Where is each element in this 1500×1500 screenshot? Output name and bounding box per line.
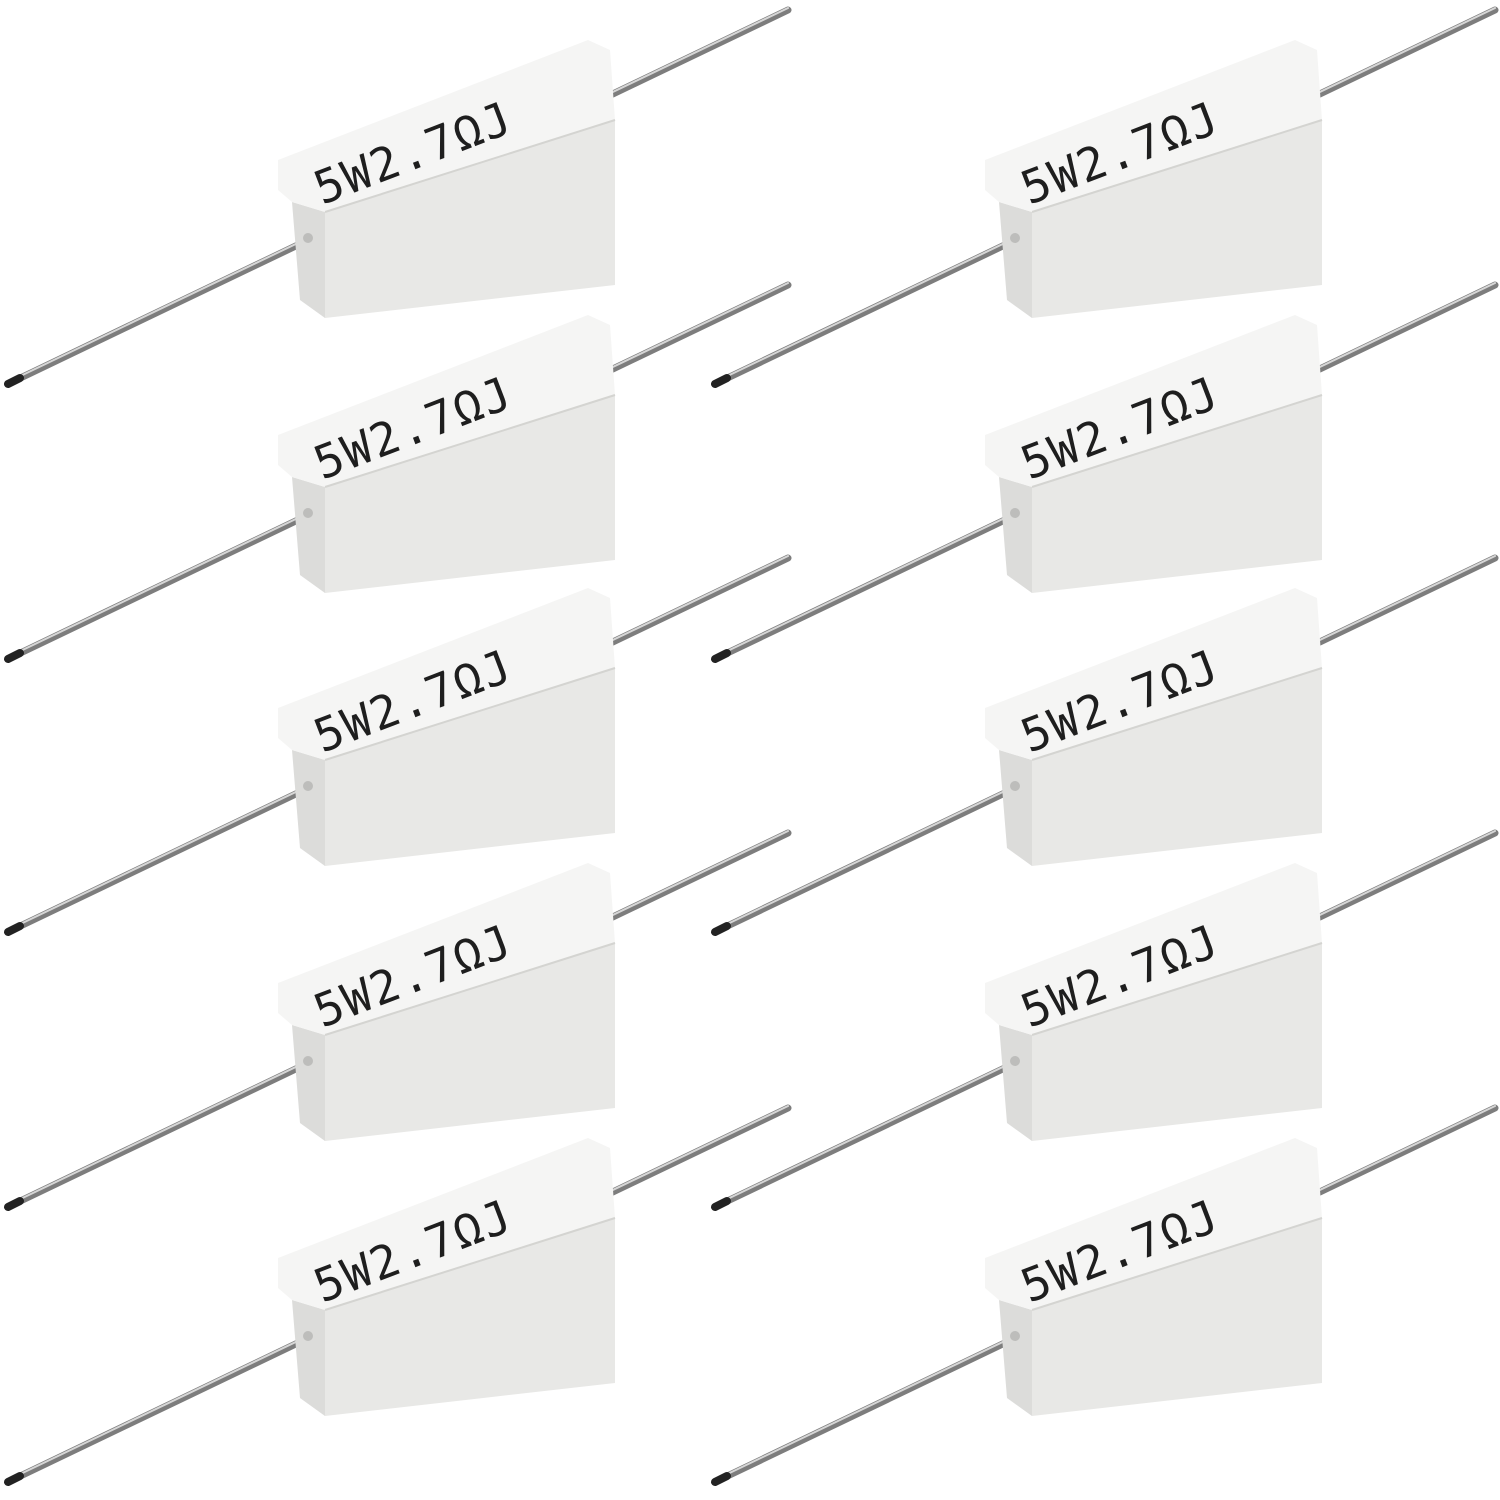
resistor-illustration: 5W2.7ΩJ — [711, 829, 1499, 1211]
resistor-illustration: 5W2.7ΩJ — [711, 281, 1499, 663]
ceramic-body — [985, 588, 1323, 866]
ceramic-body — [985, 315, 1323, 593]
lead-tip — [711, 1472, 731, 1486]
lead-tip — [711, 922, 731, 936]
resistor-illustration: 5W2.7ΩJ — [4, 554, 792, 936]
resistor-c1-r3: 5W2.7ΩJ — [0, 548, 800, 948]
lead-tip — [4, 1472, 24, 1486]
ceramic-body — [278, 863, 616, 1141]
ceramic-body — [985, 863, 1323, 1141]
lead-tip — [711, 649, 731, 663]
resistor-illustration: 5W2.7ΩJ — [711, 554, 1499, 936]
ceramic-body — [278, 40, 616, 318]
resistor-illustration: 5W2.7ΩJ — [4, 1104, 792, 1486]
resistor-c2-r4: 5W2.7ΩJ — [707, 823, 1500, 1223]
lead-tip — [4, 1197, 24, 1211]
resistor-c2-r1: 5W2.7ΩJ — [707, 0, 1500, 400]
lead-tip — [711, 1197, 731, 1211]
resistor-illustration: 5W2.7ΩJ — [711, 6, 1499, 388]
resistor-c2-r2: 5W2.7ΩJ — [707, 275, 1500, 675]
resistor-illustration: 5W2.7ΩJ — [4, 6, 792, 388]
lead-tip — [4, 649, 24, 663]
resistor-c1-r4: 5W2.7ΩJ — [0, 823, 800, 1223]
lead-tip — [4, 922, 24, 936]
resistor-illustration: 5W2.7ΩJ — [711, 1104, 1499, 1486]
ceramic-body — [278, 588, 616, 866]
resistor-c1-r5: 5W2.7ΩJ — [0, 1098, 800, 1498]
resistor-c1-r2: 5W2.7ΩJ — [0, 275, 800, 675]
resistor-c2-r3: 5W2.7ΩJ — [707, 548, 1500, 948]
ceramic-body — [278, 315, 616, 593]
resistor-illustration: 5W2.7ΩJ — [4, 829, 792, 1211]
lead-tip — [711, 374, 731, 388]
resistor-illustration: 5W2.7ΩJ — [4, 281, 792, 663]
lead-tip — [4, 374, 24, 388]
ceramic-body — [985, 1138, 1323, 1416]
resistor-c1-r1: 5W2.7ΩJ — [0, 0, 800, 400]
ceramic-body — [278, 1138, 616, 1416]
ceramic-body — [985, 40, 1323, 318]
resistor-c2-r5: 5W2.7ΩJ — [707, 1098, 1500, 1498]
